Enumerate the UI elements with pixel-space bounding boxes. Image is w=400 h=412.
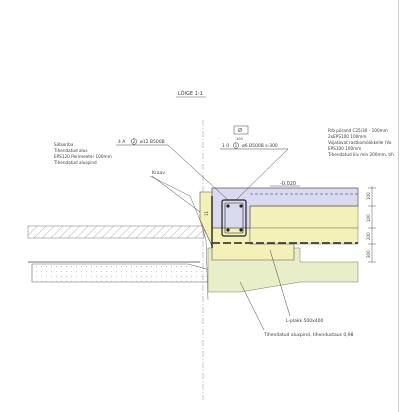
rebar-bar-2 [239,204,243,208]
sheet-border-right [398,0,399,412]
scale-mark: Ø [238,127,242,134]
rebar-leader-2 [220,148,289,201]
left-note-4: Tihendatud aluspind [53,160,97,165]
rebar-number-circle-1 [130,138,138,145]
kraav-leader [151,175,201,213]
dim-r2: 100 [366,214,371,222]
right-note-2: 2xEPS100 100mm [328,134,366,139]
plate-label: L-plakk 500x400 [286,318,324,324]
dim-top: -0.020 [280,181,296,187]
right-note-5: Tihendatud liiv min 200mm, tih [327,152,394,157]
dim-r3: 200 [366,232,371,240]
base-note: Tihendatud aluspind, tihendustaus 0,98 [263,332,354,338]
left-note-2: Tihendatud alus [53,148,88,153]
rebar-spec-1: ø12 B500B [140,139,165,145]
insulation-layer-2 [249,227,359,245]
right-note-1: R/b põrand C25/30 - 100mm [328,128,388,133]
base-leader [239,281,265,331]
left-ground-layer [31,263,211,283]
kraav-label: Kraav [152,170,165,176]
rebar-number-1: 2 [133,139,136,144]
section-title: LÕIGE 1-1 [178,90,203,97]
left-hatched-strip [27,225,205,239]
plate-leader [269,249,291,317]
section-marker-box [233,125,249,135]
dim-r1: 100 [366,192,371,200]
insulation-layer-1 [249,205,359,229]
left-note-3: EPS120 Perimeeter 100mm [54,154,112,159]
side-mark: 11 [204,210,209,216]
right-note-3: Vojatavat rastkomõõkkelle (Vo [328,140,392,145]
left-note-1: Sillaoriba [54,142,74,147]
rebar-label-1: 4 A [118,139,126,145]
rebar-leader-1 [116,144,229,201]
rebar-spec-2: ø6 B500B s-300 [242,143,278,149]
dim-plate: 100 [236,137,243,141]
rebar-number-2: 1 [235,143,238,148]
rebar-number-circle-2 [232,142,240,149]
rebar-label-2: 1 0 [222,143,229,149]
rebar-bar-1 [226,204,230,208]
right-note-4: EPS100 100mm [328,146,361,151]
dim-r4: 300 [366,250,371,258]
rebar-stirrup [221,199,247,237]
rebar-bar-4 [239,228,243,232]
rebar-bar-3 [226,228,230,232]
rebar-stirrup-inner [224,202,244,234]
